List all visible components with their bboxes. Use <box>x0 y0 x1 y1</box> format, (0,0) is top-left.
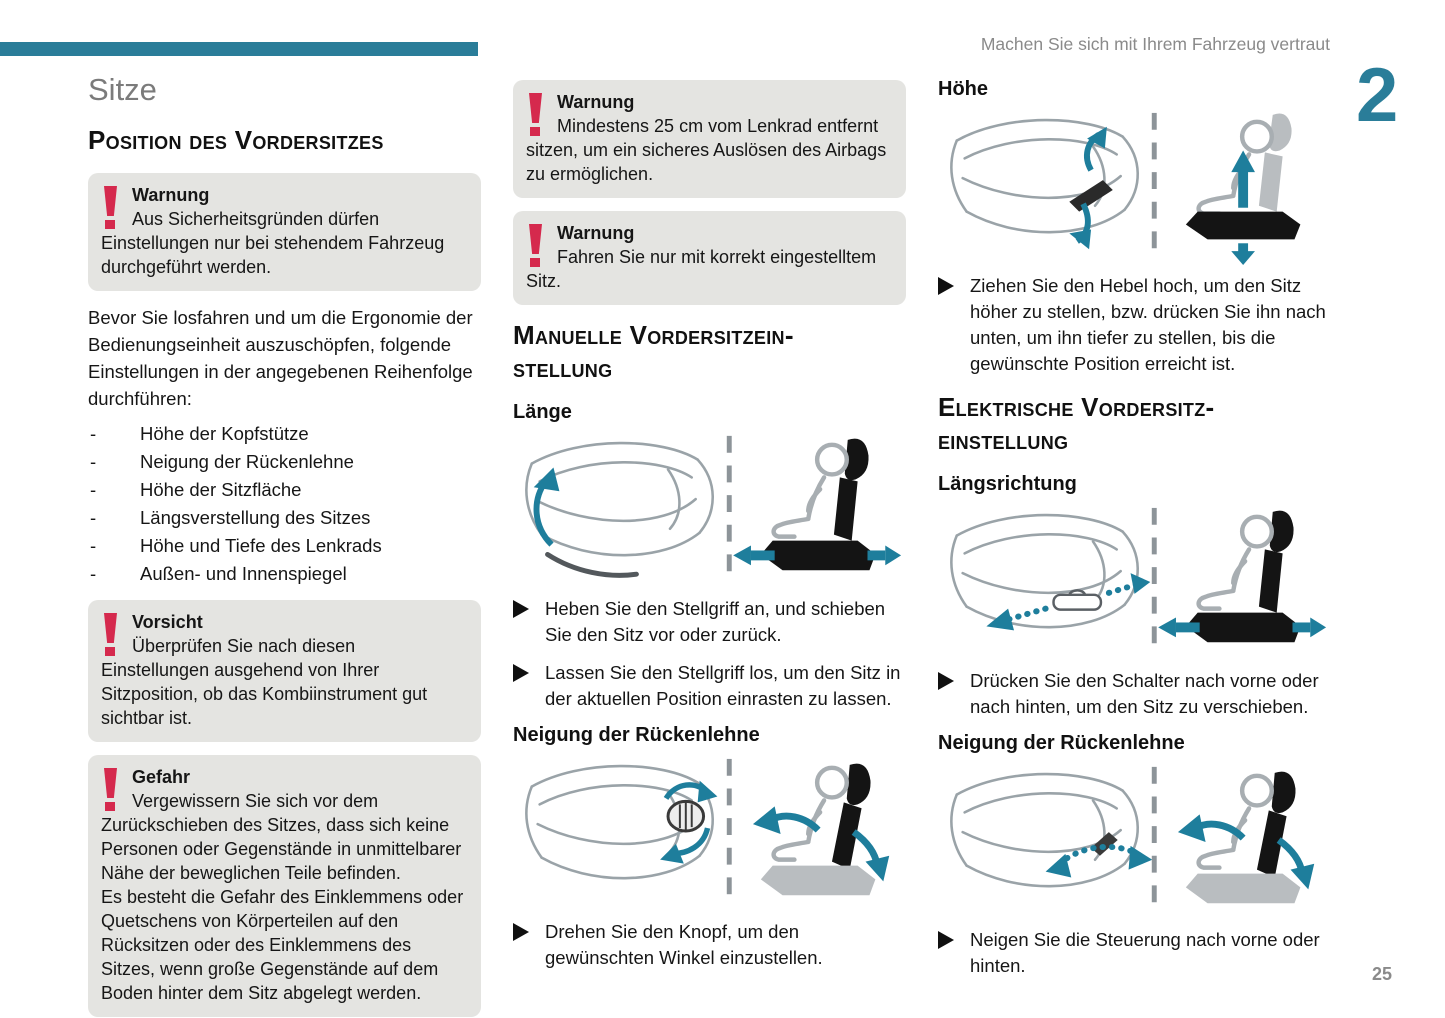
seat-length-adjustment-illustration <box>525 430 906 588</box>
warning-box-adjusted-seat: Warnung Fahren Sie nur mit korrekt einge… <box>513 211 906 305</box>
chapter-number: 2 <box>1356 53 1399 138</box>
danger-label: Gefahr <box>132 767 191 787</box>
step-arrow-icon <box>938 931 954 949</box>
column-left: Sitze Position des Vordersitzes Warnung … <box>88 72 481 1018</box>
column-middle: Warnung Mindestens 25 cm vom Lenkrad ent… <box>513 80 906 983</box>
intro-paragraph: Bevor Sie losfahren und um die Ergonomie… <box>88 307 473 409</box>
caution-label: Vorsicht <box>132 612 203 632</box>
caution-text: Überprüfen Sie nach diesen Einstellungen… <box>101 636 428 728</box>
running-header: Machen Sie sich mit Ihrem Fahrzeug vertr… <box>980 34 1330 54</box>
danger-text-1: Vergewissern Sie sich vor dem Zurückschi… <box>101 791 462 883</box>
danger-box: Gefahr Vergewissern Sie sich vor dem Zur… <box>88 755 481 1017</box>
warning-label: Warnung <box>132 185 210 205</box>
page-number: 25 <box>1372 964 1393 984</box>
warning-text: Mindestens 25 cm vom Lenkrad entfernt si… <box>526 116 887 184</box>
seat-recline-electric-illustration <box>950 761 1331 919</box>
warning-text: Fahren Sie nur mit korrekt eingestelltem… <box>526 247 877 291</box>
instruction-step: Ziehen Sie den Hebel hoch, um den Sitz h… <box>938 273 1331 377</box>
list-item: Höhe der Kopfstütze <box>88 420 481 448</box>
heading-longitudinal: Längsrichtung <box>938 473 1077 495</box>
heading-backrest-recline-electric: Neigung der Rückenlehne <box>938 732 1185 754</box>
column-right: Höhe Ziehen Sie den Hebel hoch, um den S… <box>938 78 1331 991</box>
warning-exclamation-icon <box>104 186 119 229</box>
heading-backrest-recline-manual: Neigung der Rückenlehne <box>513 724 760 746</box>
step-arrow-icon <box>513 923 529 941</box>
step-arrow-icon <box>938 277 954 295</box>
accent-bar <box>0 42 478 56</box>
heading-height: Höhe <box>938 78 988 100</box>
warning-label: Warnung <box>557 92 635 112</box>
caution-box: Vorsicht Überprüfen Sie nach diesen Eins… <box>88 600 481 742</box>
instruction-step: Heben Sie den Stellgriff an, und schiebe… <box>513 596 906 648</box>
seat-recline-manual-illustration <box>525 753 906 911</box>
section-title-manual-adjustment: Manuelle Vordersitzein- stellung <box>513 320 794 383</box>
instruction-step: Neigen Sie die Steuerung nach vorne oder… <box>938 927 1331 979</box>
warning-exclamation-icon <box>529 93 544 136</box>
heading-length: Länge <box>513 401 572 423</box>
seat-height-adjustment-illustration <box>950 107 1331 265</box>
step-arrow-icon <box>513 600 529 618</box>
danger-text-2: Es besteht die Gefahr des Einklemmens od… <box>101 887 464 1003</box>
seat-longitudinal-electric-illustration <box>950 502 1331 660</box>
warning-box-airbag: Warnung Mindestens 25 cm vom Lenkrad ent… <box>513 80 906 198</box>
section-title-position: Position des Vordersitzes <box>88 125 384 155</box>
list-item: Neigung der Rückenlehne <box>88 448 481 476</box>
list-item: Außen- und Innenspiegel <box>88 560 481 588</box>
warning-box-safety: Warnung Aus Sicherheitsgründen dürfen Ei… <box>88 173 481 291</box>
list-item: Höhe und Tiefe des Lenkrads <box>88 532 481 560</box>
danger-exclamation-icon <box>104 768 119 811</box>
warning-label: Warnung <box>557 223 635 243</box>
section-title-electric-adjustment: Elektrische Vordersitz- einstellung <box>938 392 1215 455</box>
list-item: Höhe der Sitzfläche <box>88 476 481 504</box>
caution-exclamation-icon <box>104 613 119 656</box>
instruction-step: Lassen Sie den Stellgriff los, um den Si… <box>513 660 906 712</box>
list-item: Längsverstellung des Sitzes <box>88 504 481 532</box>
warning-text: Aus Sicherheitsgründen dürfen Einstellun… <box>101 209 445 277</box>
adjustment-checklist: Höhe der Kopfstütze Neigung der Rückenle… <box>88 420 481 588</box>
step-arrow-icon <box>513 664 529 682</box>
step-arrow-icon <box>938 672 954 690</box>
warning-exclamation-icon <box>529 224 544 267</box>
instruction-step: Drücken Sie den Schalter nach vorne oder… <box>938 668 1331 720</box>
instruction-step: Drehen Sie den Knopf, um den gewünschten… <box>513 919 906 971</box>
page-title: Sitze <box>88 72 157 107</box>
